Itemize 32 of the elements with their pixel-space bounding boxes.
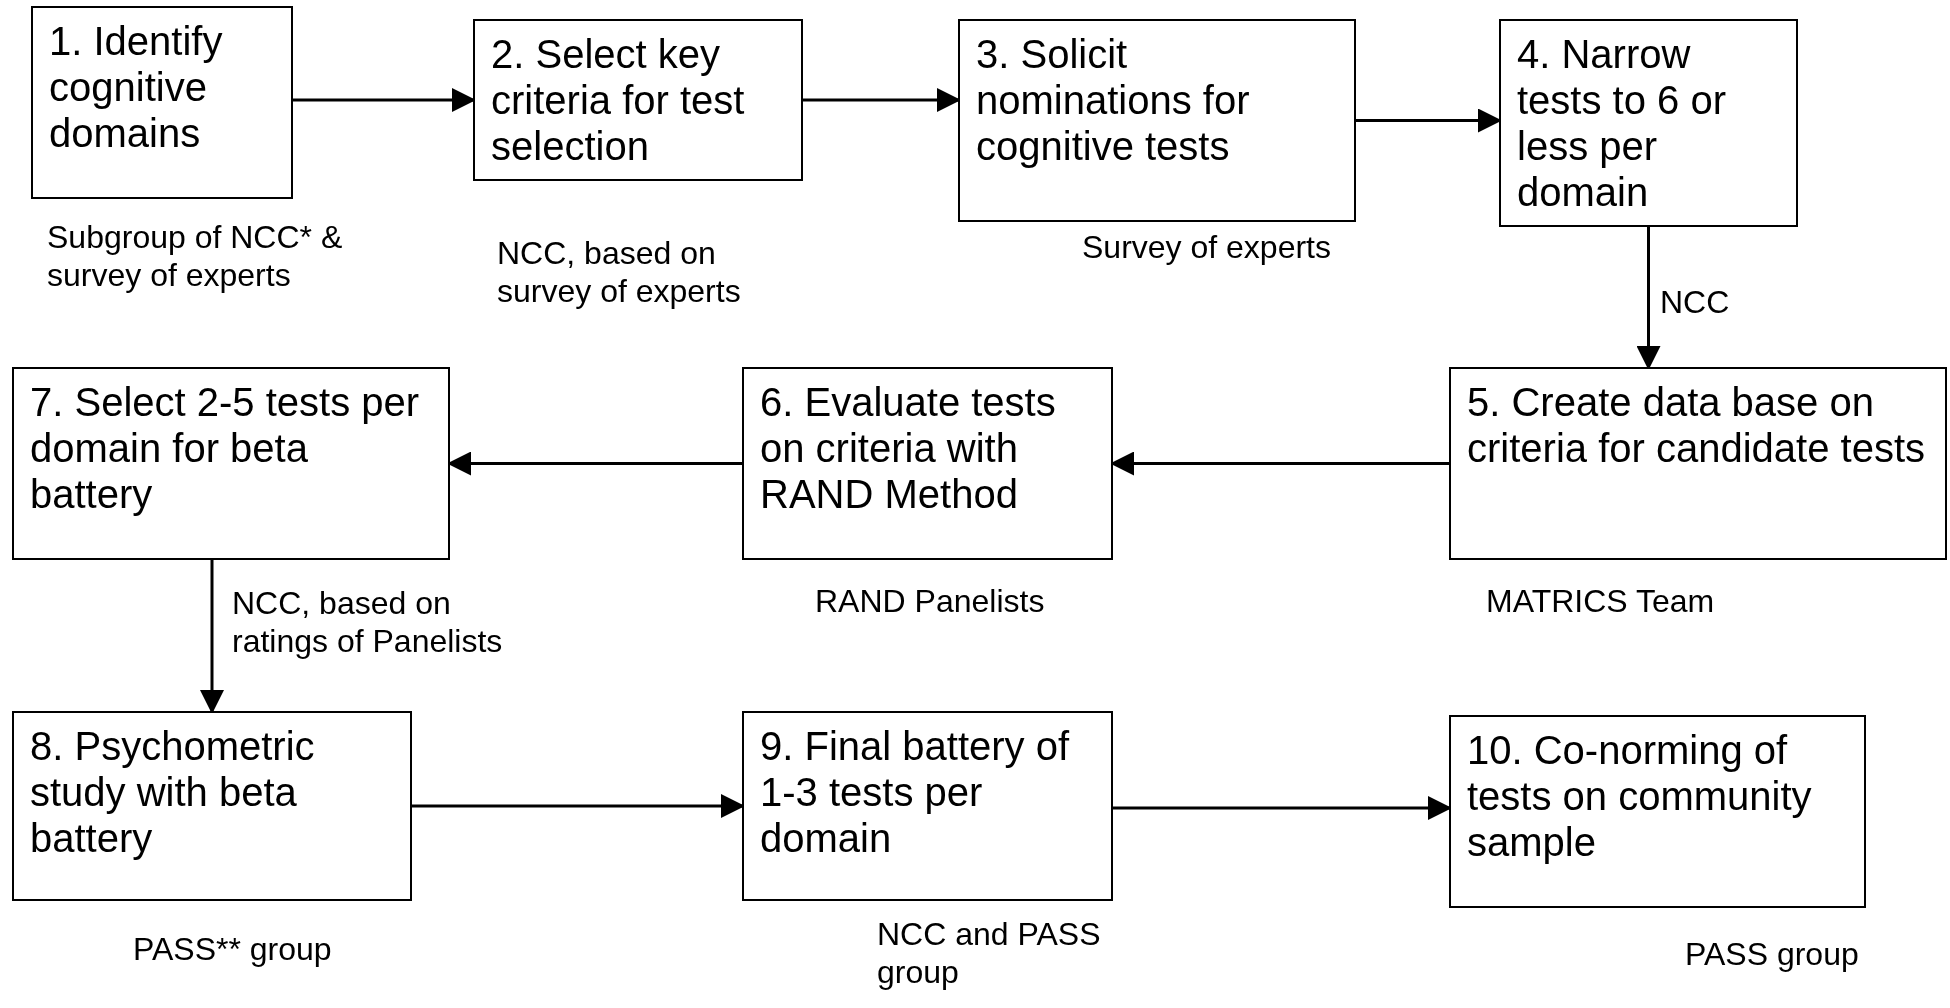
step-text: 7. Select 2-5 tests per domain for beta battery — [30, 379, 421, 517]
arrow — [1636, 227, 1661, 370]
responsible-party-text: NCC and PASS group — [877, 915, 1102, 991]
step-text: 9. Final battery of 1-3 tests per domain — [760, 723, 1071, 861]
step-text: 8. Psychometric study with beta battery — [30, 723, 316, 861]
responsible-party-text: PASS group — [1685, 935, 1859, 973]
process-box — [742, 367, 1113, 560]
process-box — [31, 6, 293, 199]
step-text: 3. Solicit nominations for cognitive tests — [976, 31, 1251, 169]
responsible-party-text: Survey of experts — [1082, 228, 1331, 266]
process-box — [1499, 19, 1798, 227]
responsible-party-text: NCC — [1660, 283, 1730, 321]
responsible-party-text: Subgroup of NCC* & survey of experts — [47, 218, 344, 294]
step-text: 4. Narrow tests to 6 or less per domain — [1517, 31, 1727, 215]
step-text: 2. Select key criteria for test selection — [491, 31, 746, 169]
responsible-party-text: MATRICS Team — [1486, 582, 1715, 620]
responsible-party-text: RAND Panelists — [815, 582, 1045, 620]
step-text: 5. Create data base on criteria for candidate tests — [1467, 379, 1926, 471]
process-box — [742, 711, 1113, 901]
responsible-party-text: NCC, based on ratings of Panelists — [232, 584, 504, 660]
responsible-party-text: PASS** group — [133, 930, 332, 968]
step-text: 6. Evaluate tests on criteria with RAND Method — [760, 379, 1057, 517]
process-box — [12, 711, 412, 901]
responsible-party-text: NCC, based on survey of experts — [497, 234, 742, 310]
process-box — [1449, 367, 1947, 560]
arrow — [200, 560, 224, 714]
process-box — [1449, 715, 1866, 908]
process-box — [473, 19, 803, 181]
process-box — [958, 19, 1356, 222]
step-text: 10. Co-norming of tests on community sample — [1467, 727, 1813, 865]
step-text: 1. Identify cognitive domains — [49, 18, 224, 156]
process-box — [12, 367, 450, 560]
